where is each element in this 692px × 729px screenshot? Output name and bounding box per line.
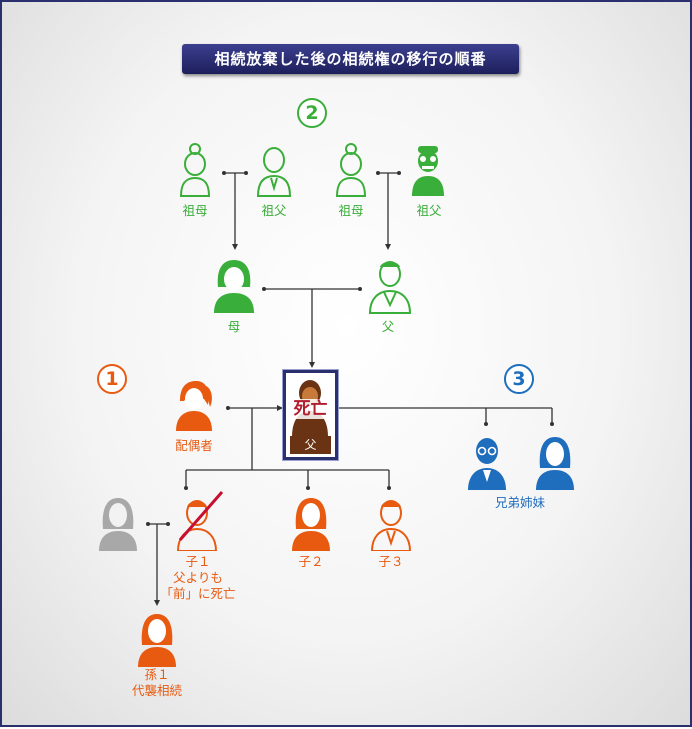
grandchild-icon	[138, 614, 176, 667]
brother-icon	[468, 438, 506, 490]
maternal-grandfather-label: 祖父	[261, 203, 287, 218]
child3-icon	[370, 500, 412, 551]
spouse-label: 配偶者	[175, 438, 213, 453]
spouse-icon	[176, 381, 212, 431]
mother-label: 母	[227, 319, 241, 334]
child2-label: 子２	[298, 554, 324, 569]
child3-label: 子３	[378, 554, 404, 569]
mother-icon	[214, 260, 254, 313]
father-icon	[368, 261, 412, 314]
deceased-relation-tag: 父	[290, 436, 331, 454]
order-3-marker: 3	[504, 364, 534, 394]
order-2-marker: 2	[297, 98, 327, 128]
child1-spouse-icon	[99, 498, 137, 551]
diagram-title: 相続放棄した後の相続権の移行の順番	[182, 44, 519, 74]
grandmother-maternal-icon	[179, 143, 211, 197]
grandmother-paternal-icon	[335, 143, 367, 197]
grandfather-paternal-icon	[412, 146, 444, 196]
paternal-grandfather-label: 祖父	[416, 203, 442, 218]
father-label: 父	[381, 319, 395, 334]
paternal-grandmother-label: 祖母	[338, 203, 364, 218]
order-1-marker: 1	[97, 364, 127, 394]
grandfather-maternal-icon	[256, 147, 292, 197]
grandchild-note: 代襲相続	[131, 683, 183, 698]
sister-icon	[536, 437, 574, 490]
deceased-cross-icon	[178, 491, 224, 541]
deceased-status: 死亡	[286, 399, 335, 419]
siblings-label: 兄弟姉妹	[494, 495, 546, 510]
child1-label: 子１	[185, 554, 211, 569]
grandchild-label: 孫１	[144, 667, 170, 682]
deceased-box: 死亡 父	[282, 369, 339, 461]
maternal-grandmother-label: 祖母	[182, 203, 208, 218]
child2-icon	[292, 498, 330, 551]
child1-note-line2: 「前」に死亡	[160, 586, 236, 601]
child1-note-line1: 父よりも	[173, 570, 223, 585]
